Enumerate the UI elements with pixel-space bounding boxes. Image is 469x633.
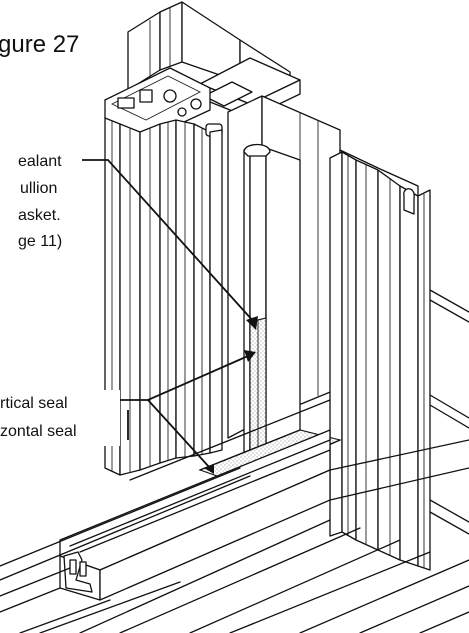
callout-page-ref: ge 11) xyxy=(18,233,62,250)
callout-mullion: ullion xyxy=(20,180,57,197)
callout-vertical-seal: rtical seal xyxy=(0,395,68,412)
right-mullion xyxy=(329,149,431,571)
left-mullion xyxy=(104,67,223,476)
figure-title: gure 27 xyxy=(0,31,79,58)
callout-gasket: asket. xyxy=(18,207,61,224)
sill xyxy=(0,399,469,633)
leader-lines xyxy=(82,159,258,474)
seal-channel xyxy=(243,143,301,463)
right-frame xyxy=(429,289,469,535)
callout-labels: ealant ullion asket. ge 11) rtical seal … xyxy=(0,146,120,446)
callout-horizontal-seal: zontal seal xyxy=(0,423,77,440)
callout-sealant: ealant xyxy=(18,153,62,170)
